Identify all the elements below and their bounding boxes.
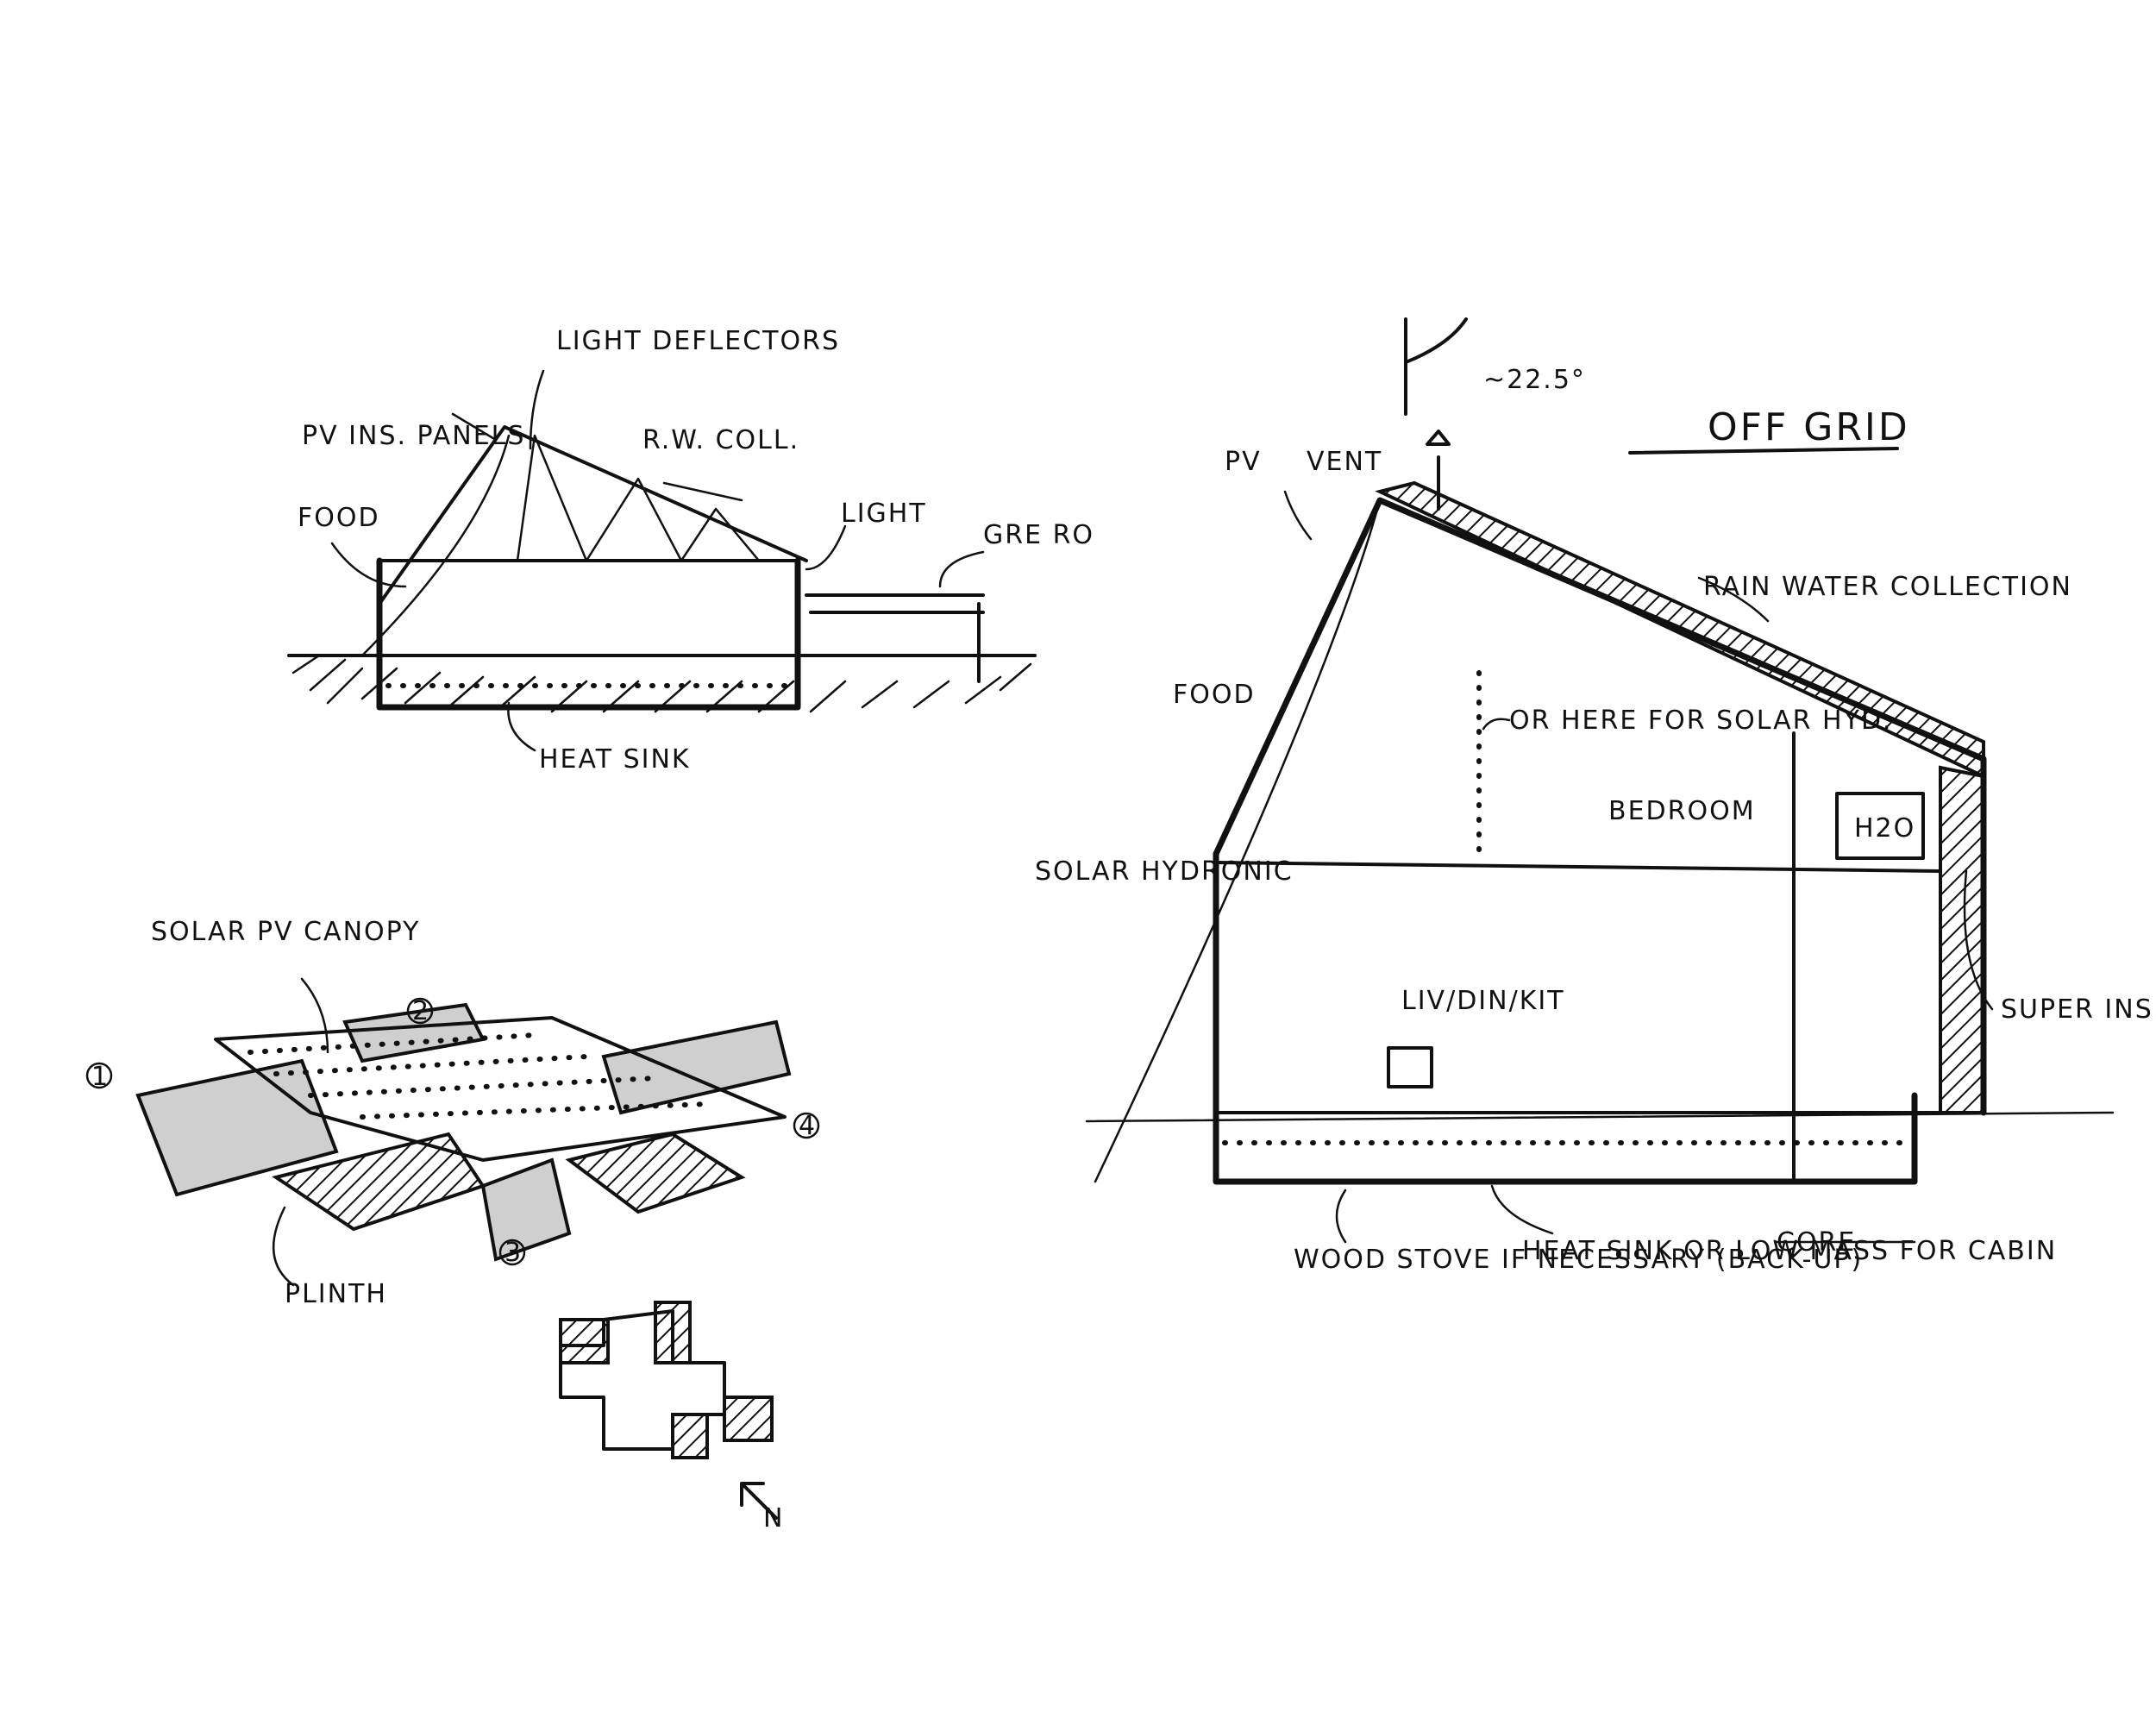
label-angle: ~22.5°: [1483, 365, 1586, 395]
north-arrow: [740, 1482, 778, 1520]
marker-2: 2: [406, 996, 434, 1026]
marker-3: 3: [498, 1238, 526, 1268]
leader-heat-sink-large: [1490, 1184, 1554, 1235]
label-vent: VENT: [1307, 447, 1382, 477]
plan-key: N: [559, 1301, 784, 1534]
leader-super-ins: [1963, 869, 1994, 1011]
label-heat-sink-small: HEAT SINK: [539, 744, 691, 775]
roof-truss: [516, 434, 761, 562]
label-light: LIGHT: [841, 499, 927, 529]
label-h2o: H2O: [1854, 813, 1915, 844]
leader-pv-large: [1283, 490, 1313, 541]
label-solar-pv-canopy-1: SOLAR PV CANOPY: [151, 917, 420, 947]
title-off-grid: OFF GRID: [1708, 405, 1910, 449]
svg-text:2: 2: [412, 996, 430, 1026]
roof-thickness: [1375, 480, 1985, 780]
label-north: N: [763, 1503, 784, 1534]
label-solar-hydronic: SOLAR HYDRONIC: [1035, 856, 1294, 887]
label-rw-coll: R.W. COLL.: [642, 425, 799, 455]
volume-3: [480, 1157, 572, 1262]
label-pv: PV: [1225, 447, 1262, 477]
label-pv-ins-panels: PV INS. PANELS: [302, 421, 525, 451]
solar-pv-canopy: [214, 1016, 787, 1162]
wood-stove: [1387, 1046, 1433, 1088]
plinth-west: [272, 1132, 486, 1232]
leader-heat-sink: [507, 701, 536, 752]
svg-text:4: 4: [799, 1111, 817, 1141]
label-bedroom: BEDROOM: [1608, 796, 1756, 826]
h2o-tank: [1835, 792, 1925, 860]
title-underline: [1628, 447, 1899, 455]
leader-canopy: [300, 977, 329, 1054]
building-walls: [376, 557, 801, 711]
leader-food: [330, 542, 407, 588]
super-ins-wall: [1939, 765, 1985, 1114]
plinth-east: [565, 1132, 746, 1214]
leader-rw: [662, 481, 743, 502]
roof: [378, 425, 808, 605]
label-wood-stove: WOOD STOVE IF NECESSARY (BACK-UP): [1294, 1245, 1863, 1275]
label-rain-water: RAIN WATER COLLECTION: [1703, 572, 2072, 602]
label-food-large: FOOD: [1173, 680, 1256, 710]
large-section-sketch: OFF GRID ~22.5° H2O PV VENT R: [1035, 317, 2156, 1275]
vent: [1426, 430, 1451, 511]
label-green-roof: GRE RO: [983, 520, 1094, 550]
leader-light: [805, 524, 847, 571]
second-floor-line: [1214, 861, 1942, 873]
leader-plinth: [272, 1206, 295, 1287]
leader-or-here: [1482, 718, 1511, 731]
small-section-sketch: LIGHT DEFLECTORS PV INS. PANELS R.W. COL…: [287, 326, 1094, 775]
label-plinth: PLINTH: [285, 1279, 387, 1309]
axonometric-sketch: SOLAR PV CANOPY PLINTH 1 2 3 4: [85, 917, 820, 1534]
svg-text:3: 3: [505, 1238, 523, 1268]
leader-wood-stove: [1335, 1189, 1347, 1244]
label-super-ins: SUPER INS.: [2001, 994, 2156, 1025]
green-roof: [805, 593, 985, 683]
label-liv-din-kit: LIV/DIN/KIT: [1401, 986, 1565, 1016]
leader-light-deflectors: [529, 369, 545, 450]
svg-text:1: 1: [91, 1062, 110, 1092]
leader-pv: [451, 412, 498, 442]
volume-4: [601, 1019, 792, 1115]
solar-hydronic-panel: [1094, 499, 1382, 1183]
leader-rain-water: [1697, 576, 1770, 623]
marker-1: 1: [85, 1062, 113, 1092]
leader-green-roof: [938, 550, 985, 588]
marker-4: 4: [793, 1111, 820, 1141]
pv-panel-curve: [360, 434, 511, 657]
label-light-deflectors: LIGHT DEFLECTORS: [556, 326, 840, 356]
large-building-base: [1213, 850, 1918, 1185]
label-food-small: FOOD: [298, 503, 380, 533]
label-or-here: OR HERE FOR SOLAR HYD.: [1509, 706, 1893, 736]
sun-angle: [1404, 317, 1468, 416]
